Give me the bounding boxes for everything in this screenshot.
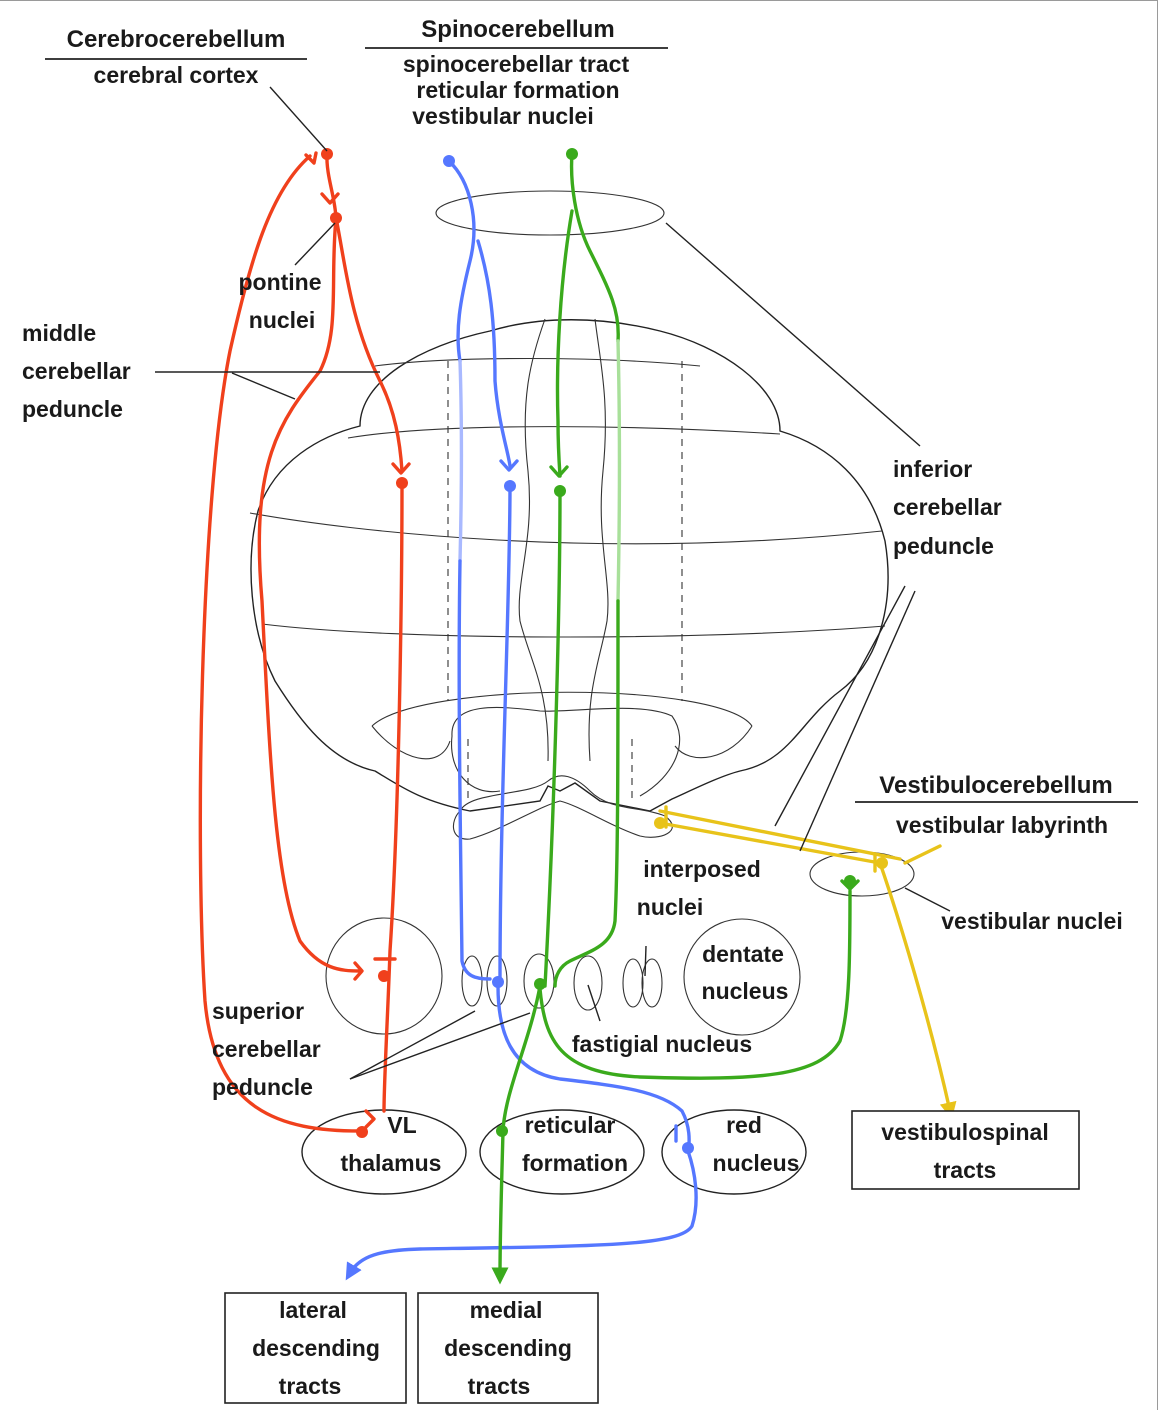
middle-label: middle [22,320,96,346]
interposed-nucleus-shape [573,955,603,1011]
medial-descending-label: descending [444,1335,572,1361]
lateral-label: lateral [279,1297,347,1323]
fastigial-nucleus-shape [461,955,483,1007]
inferior-peduncle-label: peduncle [893,533,994,559]
superior-peduncle-circle [325,917,443,1035]
superior-peduncle-label: peduncle [212,1074,313,1100]
reticular-formation-source-label: reticular formation [416,77,619,103]
cerebrocerebellum-title: Cerebrocerebellum [67,26,286,53]
interposed-nucleus-shape [622,958,644,1008]
spinocerebellar-green-pathway [491,148,860,1285]
spinocerebellar-tract-label: spinocerebellar tract [403,51,630,77]
spinocerebellum-title: Spinocerebellum [421,16,614,43]
nuclei-label: nuclei [249,307,315,333]
cerebellum-outline [249,318,889,840]
vestibulospinal-tracts-box [851,1110,1080,1190]
dentate-nucleus-circle [683,918,801,1036]
dentate-label: dentate [702,941,784,967]
reticular-label: reticular [525,1112,616,1138]
lateral-tracts-label: tracts [279,1373,342,1399]
red-nucleus-label: nucleus [713,1150,800,1176]
vestibulospinal-label: vestibulospinal [881,1119,1048,1145]
lateral-descending-label: descending [252,1335,380,1361]
lateral-descending-tracts-box [224,1292,407,1404]
interposed-nuclei-label: nuclei [637,894,703,920]
leader-lines [155,86,951,1080]
superior-cerebellar-label: cerebellar [212,1036,321,1062]
vl-label: VL [387,1112,416,1138]
red-nucleus-oval [661,1109,807,1195]
vestibular-labyrinth-label: vestibular labyrinth [896,812,1108,838]
inferior-cerebellar-label: cerebellar [893,494,1002,520]
spinal-cord-oval [435,190,665,236]
formation-label: formation [522,1150,628,1176]
inferior-label: inferior [893,456,972,482]
pontine-label: pontine [238,269,321,295]
vestibular-nuclei-source-label: vestibular nuclei [412,103,594,129]
vestibulocerebellar-pathway [654,805,957,1120]
cerebrocerebellar-pathway [198,148,411,1138]
fastigial-nucleus-shape [486,955,508,1007]
middle-cerebellar-label: cerebellar [22,358,131,384]
deep-cerebellar-nuclei [461,918,801,1036]
fastigial-nucleus-label: fastigial nucleus [572,1031,752,1057]
spinocerebellar-blue-pathway [345,155,698,1281]
reticular-formation-oval [479,1109,645,1195]
red-label: red [726,1112,762,1138]
interposed-label: interposed [643,856,761,882]
vestibular-nuclei-label: vestibular nuclei [941,908,1123,934]
interposed-nucleus-shape [641,958,663,1008]
medial-label: medial [470,1297,543,1323]
cerebral-cortex-label: cerebral cortex [94,62,259,88]
thalamus-label: thalamus [341,1150,442,1176]
medial-descending-tracts-box [417,1292,599,1404]
vestibulospinal-tracts-label: tracts [934,1157,997,1183]
vestibulocerebellum-title: Vestibulocerebellum [879,772,1112,799]
superior-label: superior [212,998,304,1024]
middle-peduncle-label: peduncle [22,396,123,422]
dentate-nucleus-label: nucleus [702,978,789,1004]
medial-tracts-label: tracts [468,1373,531,1399]
